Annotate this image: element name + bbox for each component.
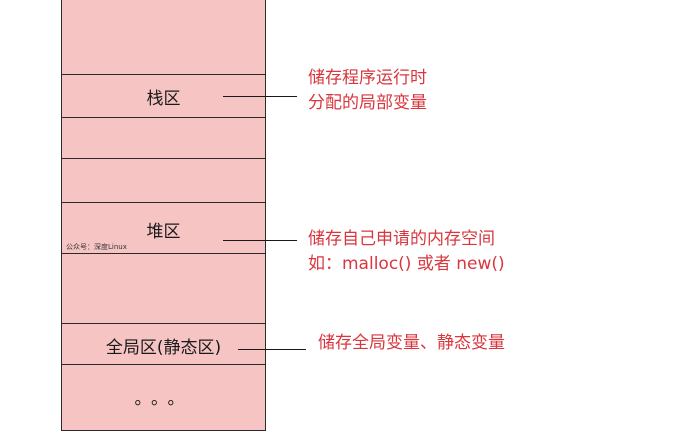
segment-divider: [61, 202, 266, 203]
ellipsis: 。。。: [134, 389, 193, 409]
heap-region-label: 堆区: [146, 222, 181, 242]
heap-pointer-line: [223, 240, 297, 241]
stack-pointer-line: [223, 96, 297, 97]
segment-divider: [61, 364, 266, 365]
stack-note-line-1: 储存程序运行时: [308, 68, 427, 88]
stack-region-label: 栈区: [146, 89, 181, 109]
global-region-label: 全局区(静态区): [105, 338, 222, 358]
global-note: 储存全局变量、静态变量: [318, 333, 505, 353]
global-pointer-line: [238, 349, 306, 350]
heap-note-line-2: 如：malloc() 或者 new(): [308, 254, 505, 274]
segment-divider: [61, 158, 266, 159]
segment-divider: [61, 323, 266, 324]
segment-divider: [61, 74, 266, 75]
heap-note-line-1: 储存自己申请的内存空间: [308, 229, 495, 249]
segment-divider: [61, 117, 266, 118]
stack-note-line-2: 分配的局部变量: [308, 93, 427, 113]
memory-layout-block: [61, 0, 266, 431]
watermark: 公众号：深度Linux: [66, 243, 127, 251]
segment-divider: [61, 253, 266, 254]
